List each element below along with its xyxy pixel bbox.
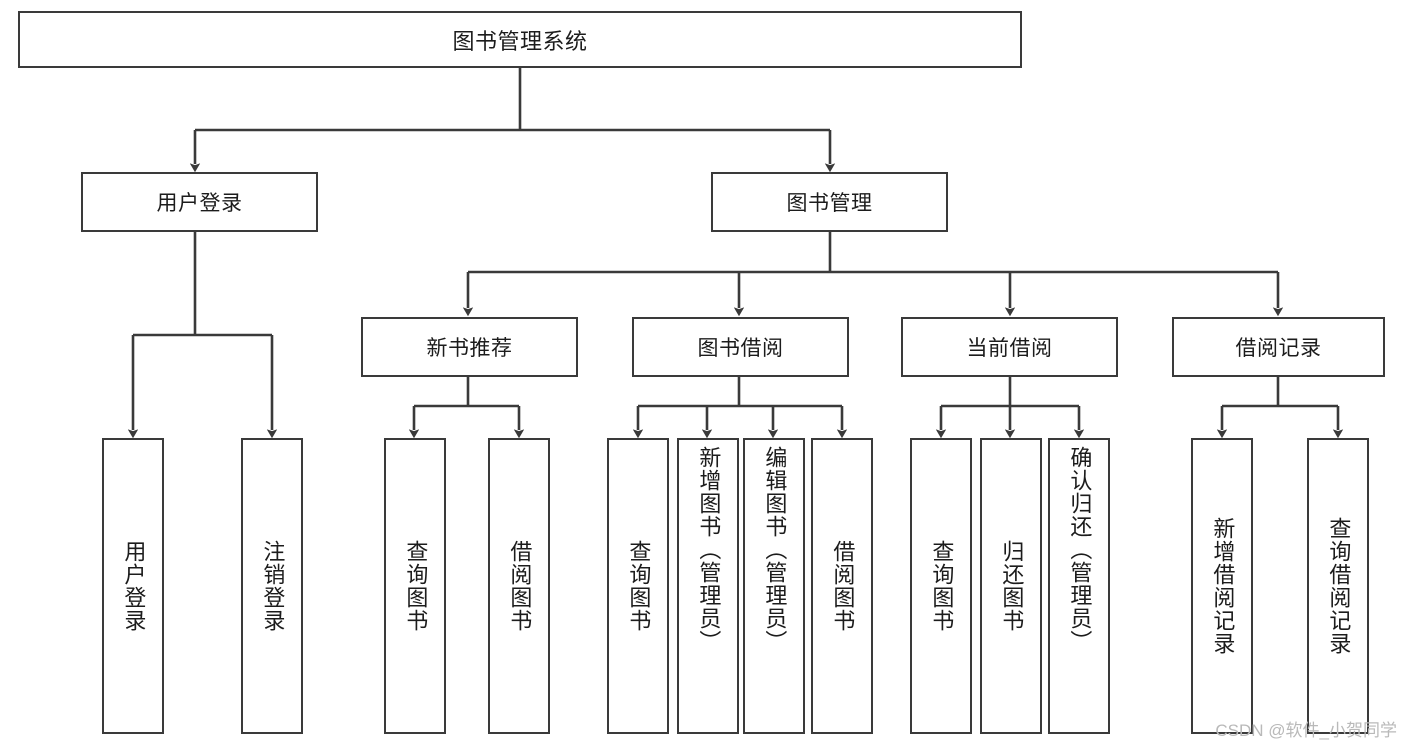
leaf-query-book-borrow[interactable]: 查询图书 <box>607 438 669 734</box>
leaf-edit-book[interactable]: 编辑图书（管理员） <box>743 438 805 734</box>
node-new-book-recommend[interactable]: 新书推荐 <box>361 317 578 377</box>
node-root-system[interactable]: 图书管理系统 <box>18 11 1022 68</box>
leaf-add-borrow-record[interactable]: 新增借阅记录 <box>1191 438 1253 734</box>
node-label: 借阅图书 <box>507 540 533 632</box>
watermark-text: CSDN @软件_小贺同学 <box>1215 721 1397 740</box>
node-label: 用户登录 <box>121 540 147 632</box>
node-label: 归还图书 <box>999 540 1025 632</box>
node-label: 新增借阅记录 <box>1210 517 1236 655</box>
node-label: 用户登录 <box>156 192 243 215</box>
node-label: 新书推荐 <box>426 337 513 360</box>
node-book-management[interactable]: 图书管理 <box>711 172 948 232</box>
leaf-logout[interactable]: 注销登录 <box>241 438 303 734</box>
leaf-query-book-current[interactable]: 查询图书 <box>910 438 972 734</box>
leaf-query-borrow-record[interactable]: 查询借阅记录 <box>1307 438 1369 734</box>
leaf-user-login[interactable]: 用户登录 <box>102 438 164 734</box>
node-book-borrow[interactable]: 图书借阅 <box>632 317 849 377</box>
leaf-borrow-book-borrow[interactable]: 借阅图书 <box>811 438 873 734</box>
node-label: 图书借阅 <box>697 337 784 360</box>
leaf-borrow-book-recommend[interactable]: 借阅图书 <box>488 438 550 734</box>
node-label: 图书管理系统 <box>452 28 588 54</box>
node-label: 查询借阅记录 <box>1326 517 1352 655</box>
node-label: 当前借阅 <box>966 337 1053 360</box>
node-user-login[interactable]: 用户登录 <box>81 172 318 232</box>
node-label: 图书管理 <box>786 192 873 215</box>
node-current-borrow[interactable]: 当前借阅 <box>901 317 1118 377</box>
node-label: 注销登录 <box>260 540 286 632</box>
leaf-return-book[interactable]: 归还图书 <box>980 438 1042 734</box>
leaf-add-book[interactable]: 新增图书（管理员） <box>677 438 739 734</box>
node-label: 查询图书 <box>929 540 955 632</box>
node-label: 确认归还（管理员） <box>1067 446 1093 653</box>
node-label: 查询图书 <box>403 540 429 632</box>
node-label: 新增图书（管理员） <box>696 446 722 653</box>
node-label: 借阅记录 <box>1235 337 1322 360</box>
node-label: 查询图书 <box>626 540 652 632</box>
node-label: 借阅图书 <box>830 540 856 632</box>
node-borrow-record[interactable]: 借阅记录 <box>1172 317 1385 377</box>
leaf-query-book-recommend[interactable]: 查询图书 <box>384 438 446 734</box>
node-label: 编辑图书（管理员） <box>762 446 788 653</box>
leaf-confirm-return[interactable]: 确认归还（管理员） <box>1048 438 1110 734</box>
